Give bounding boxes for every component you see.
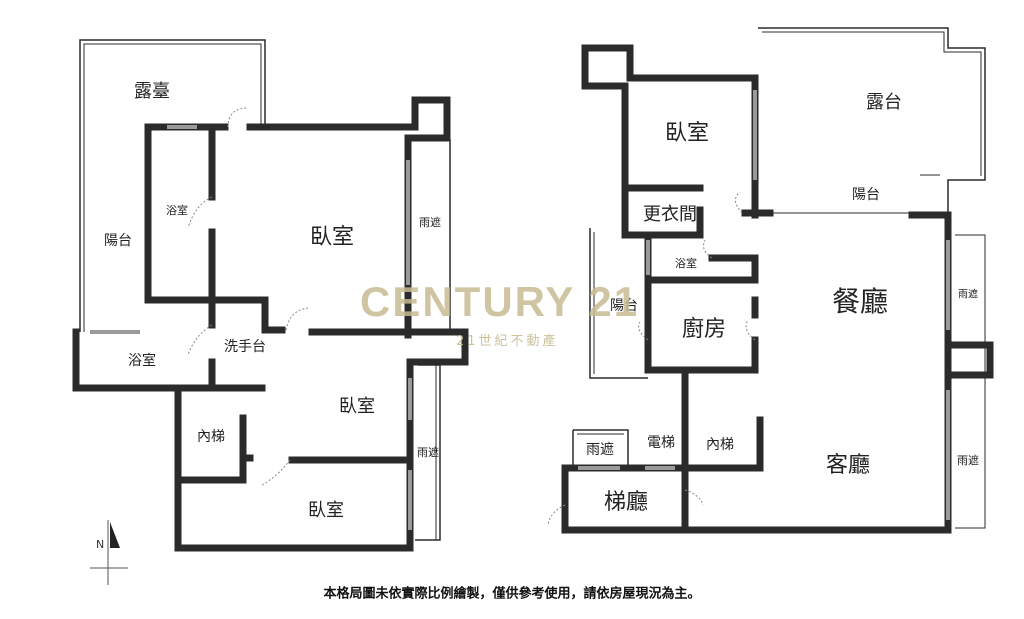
room-label-elevator: 電梯: [647, 435, 675, 451]
room-label-walk-in-closet: 更衣間: [643, 204, 697, 225]
north-arrow-icon: [90, 520, 128, 585]
room-label-elevator-lobby: 梯廳: [603, 490, 649, 515]
room-label-canopy-upper: 雨遮: [419, 216, 441, 229]
room-label-balcony-left: 陽台: [610, 298, 638, 314]
room-label-balcony: 陽台: [104, 233, 132, 249]
room-label-bath-lower: 浴室: [128, 353, 156, 369]
room-label-canopy-right-lower: 雨遮: [957, 454, 979, 467]
room-label-canopy-right-upper: 雨遮: [958, 289, 978, 301]
room-label-bedroom: 臥室: [664, 121, 710, 146]
right-floor-plan: [547, 27, 994, 534]
room-label-bedroom-middle: 臥室: [339, 396, 375, 417]
room-label-dining: 餐廳: [831, 285, 889, 318]
room-label-kitchen: 廚房: [681, 317, 727, 342]
room-label-canopy-lower: 雨遮: [417, 446, 439, 459]
compass-north-label: N: [96, 538, 105, 551]
room-label-inner-stairs: 內梯: [197, 429, 225, 445]
disclaimer-note: 本格局圖未依實際比例繪製，僅供參考使用，請依房屋現況為主。: [323, 586, 701, 602]
left-floor-plan: [72, 39, 469, 552]
room-label-canopy-left: 雨遮: [586, 442, 614, 458]
room-label-terrace-right: 露台: [866, 92, 902, 113]
watermark-brand: CENTURY 21: [360, 278, 640, 325]
room-label-inner-stairs-right: 內梯: [706, 437, 734, 453]
room-label-terrace: 露臺: [134, 81, 170, 102]
room-label-bedroom-bottom: 臥室: [308, 500, 344, 521]
room-label-living: 客廳: [825, 453, 871, 478]
room-label-bath-right: 浴室: [675, 257, 697, 270]
room-label-washbasin: 洗手台: [224, 339, 266, 355]
room-label-bath-upper: 浴室: [166, 204, 188, 217]
room-label-balcony-upper: 陽台: [852, 187, 880, 203]
room-label-bedroom-main: 臥室: [309, 225, 355, 250]
watermark-subtitle: 21世紀不動產: [456, 334, 559, 349]
